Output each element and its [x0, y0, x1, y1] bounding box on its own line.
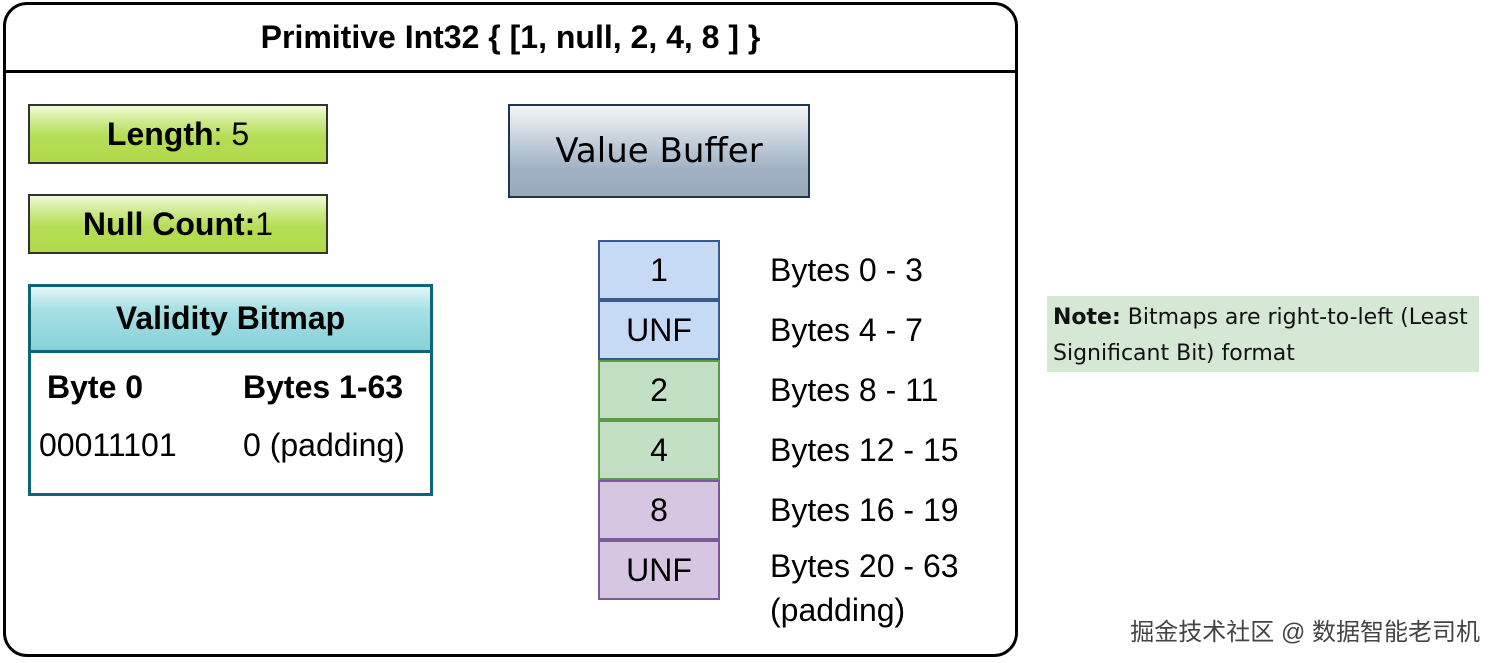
byte-range-text: Bytes 0 - 3 [770, 252, 923, 288]
value-buffer-header: Value Buffer [508, 104, 810, 198]
byte-range-text: Bytes 16 - 19 [770, 492, 959, 528]
length-label: Length [106, 115, 214, 152]
null-count-value: 1 [255, 205, 274, 242]
byte-range-label: Bytes 0 - 3 [770, 248, 923, 292]
validity-bitmap-box: Validity Bitmap Byte 0 Bytes 1-63 000111… [28, 284, 433, 496]
byte0-value: 00011101 [39, 427, 177, 463]
buffer-cell: 1 [598, 240, 720, 300]
byte-range-label: Bytes 4 - 7 [770, 308, 923, 352]
byte-range-text: Bytes 8 - 11 [770, 372, 939, 408]
note-text: Bitmaps are right-to-left (Least Signifi… [1053, 305, 1468, 366]
bytes1-63-header: Bytes 1-63 [243, 369, 404, 405]
note-box: Note: Bitmaps are right-to-left (Least S… [1047, 296, 1479, 372]
length-box: Length: 5 [28, 104, 328, 164]
byte-range-text: Bytes 20 - 63 [770, 548, 959, 584]
byte-range-label: Bytes 12 - 15 [770, 428, 959, 472]
byte-range-label: Bytes 20 - 63 (padding) [770, 544, 959, 632]
buffer-cell: 8 [598, 480, 720, 540]
buffer-cell: UNF [598, 300, 720, 360]
note-label: Note: [1053, 305, 1121, 330]
buffer-cell: UNF [598, 540, 720, 600]
diagram-title: Primitive Int32 { [1, null, 2, 4, 8 ] } [6, 5, 1015, 73]
buffer-cell: 4 [598, 420, 720, 480]
validity-bitmap-title: Validity Bitmap [31, 287, 430, 353]
byte0-header: Byte 0 [47, 369, 144, 405]
buffer-cell: 2 [598, 360, 720, 420]
length-value: : 5 [213, 115, 250, 152]
null-count-label: Null Count: [82, 205, 256, 242]
byte-range-label: Bytes 8 - 11 [770, 368, 938, 412]
null-count-box: Null Count: 1 [28, 194, 328, 254]
watermark: 掘金技术社区 @ 数据智能老司机 [1130, 619, 1480, 646]
bytes1-63-value: 0 (padding) [243, 427, 405, 463]
byte-range-label: Bytes 16 - 19 [770, 488, 959, 532]
byte-range-note: (padding) [770, 592, 906, 628]
byte-range-text: Bytes 12 - 15 [770, 432, 959, 468]
byte-range-text: Bytes 4 - 7 [770, 312, 923, 348]
